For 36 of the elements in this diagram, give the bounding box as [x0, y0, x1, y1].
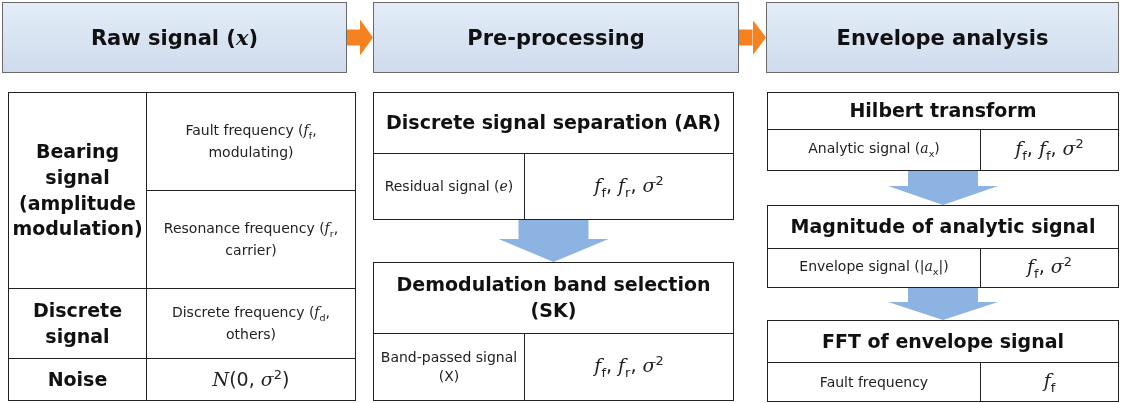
table-cell: Residual signal (e): [374, 154, 525, 219]
table: [373, 92, 734, 220]
table-cell: Resonance frequency (f$_{r}$, carrier): [147, 191, 355, 289]
stage-header: Envelope analysis: [766, 2, 1119, 73]
table: [767, 320, 1119, 402]
table: [767, 92, 1119, 171]
table-cell: Envelope signal (|a$_{x}$|): [768, 249, 981, 287]
arrow: [888, 288, 998, 320]
formula-cell-text: f$_{f}$, f$_{r}$, σ$^{2}$: [592, 352, 665, 383]
row-heading: FFT of envelope signal: [768, 321, 1118, 363]
table-cell: Fault frequency (f$_{f}$, modulating): [147, 93, 355, 191]
table: [767, 205, 1119, 288]
row-heading: Discrete signal: [9, 289, 147, 359]
formula-cell-text: f$_{f}$: [1041, 367, 1057, 397]
arrow: [888, 171, 998, 205]
formula-cell-text: f$_{f}$, f$_{f}$, σ$^{2}$: [1013, 135, 1085, 166]
formula-cell-text: N(0, σ$^{2}$): [211, 366, 291, 393]
row-heading: Magnitude of analytic signal: [768, 206, 1118, 249]
table: [373, 262, 734, 401]
formula-cell-text: f$_{f}$, σ$^{2}$: [1025, 253, 1073, 284]
table-cell: Fault frequency: [768, 363, 981, 401]
arrow: [498, 220, 609, 262]
arrow: [739, 19, 766, 56]
row-heading: Bearing signal (amplitude modulation): [9, 93, 147, 289]
formula-cell-text: f$_{f}$, f$_{r}$, σ$^{2}$: [592, 171, 665, 202]
table-cell: Discrete frequency (f$_{d}$, others): [147, 289, 355, 359]
row-heading: Discrete signal separation (AR): [374, 93, 733, 154]
stage-header: Raw signal (x): [2, 2, 347, 73]
row-heading: Noise: [9, 359, 147, 400]
table-cell: Band-passed signal (X): [374, 334, 525, 400]
row-heading: Hilbert transform: [768, 93, 1118, 130]
table-cell: Analytic signal (a$_{x}$): [768, 130, 981, 170]
stage-header: Pre-processing: [373, 2, 739, 73]
table: [8, 92, 356, 401]
row-heading: Demodulation band selection (SK): [374, 263, 733, 334]
arrow: [347, 19, 373, 56]
